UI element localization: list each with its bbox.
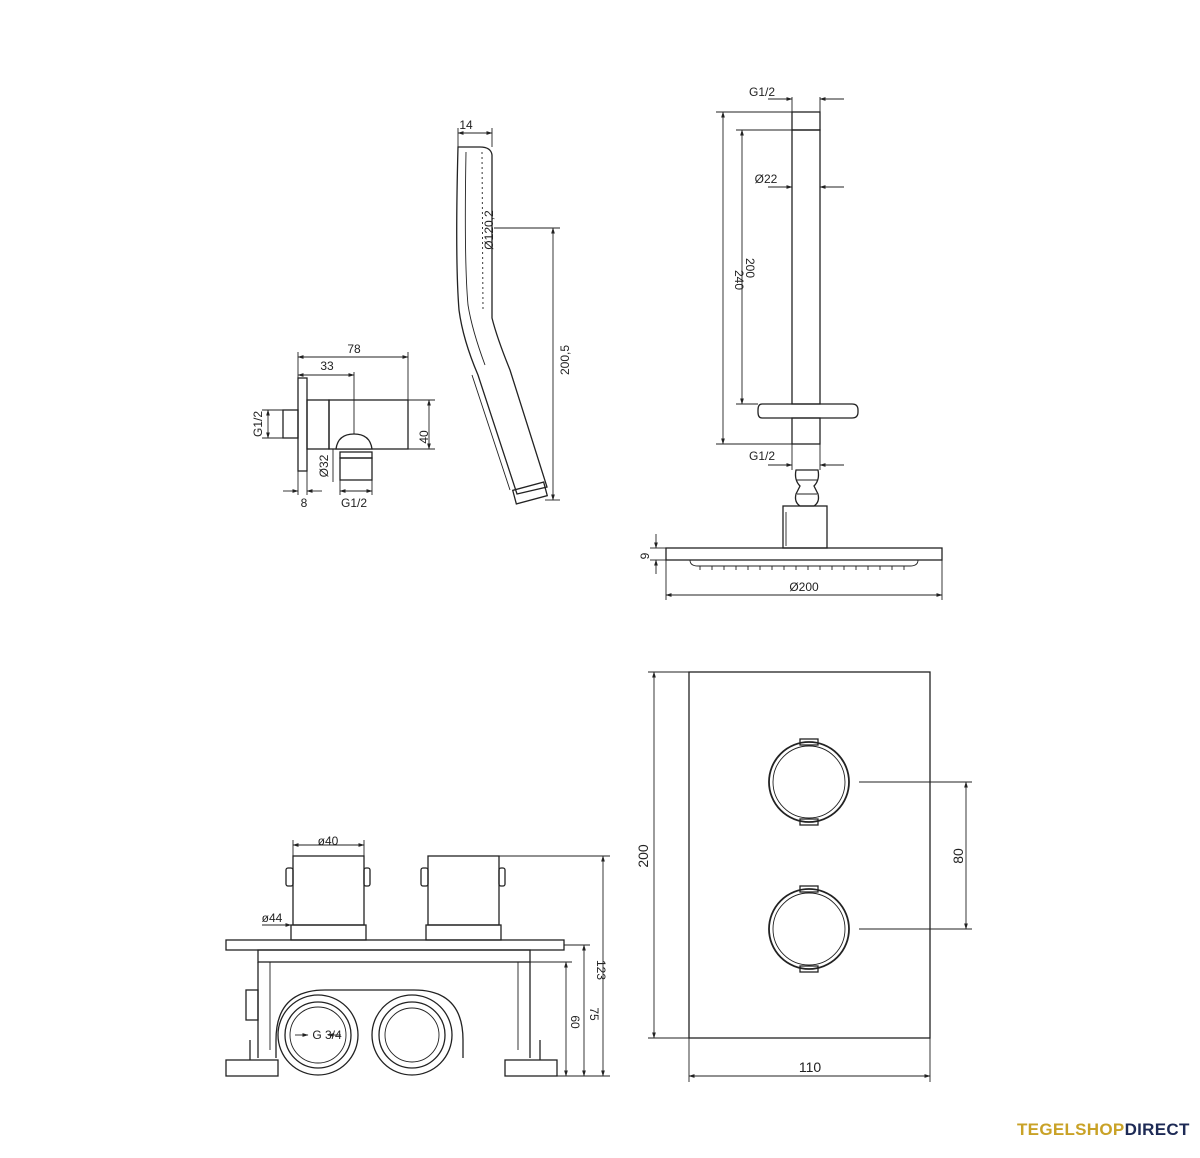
valve-body-drawing: ø40 ø44 G 3/4 123 75 60 [225, 834, 610, 1077]
cover-plate-drawing: 200 80 110 [635, 671, 972, 1082]
wall-outlet-drawing: 78 33 G1/2 40 Ø32 8 G1/2 [251, 342, 435, 510]
logo-part2: DIRECT [1124, 1120, 1190, 1139]
dim-d32: Ø32 [317, 454, 331, 477]
dim-d120: Ø120,2 [482, 210, 496, 250]
brand-logo: TEGELSHOPDIRECT [1017, 1120, 1190, 1140]
dim-8: 8 [301, 496, 308, 510]
dim-200-5: 200,5 [558, 345, 572, 375]
dim-g12-side: G1/2 [251, 411, 265, 437]
dim-9: 9 [638, 552, 652, 559]
dim-200-plate: 200 [635, 844, 651, 868]
dim-g12-bottom: G1/2 [341, 496, 367, 510]
dim-33: 33 [320, 359, 334, 373]
dim-240: 240 [732, 270, 746, 290]
dim-d44-valve: ø44 [262, 911, 283, 925]
dim-60: 60 [568, 1015, 582, 1029]
dim-123: 123 [594, 960, 608, 980]
dim-75: 75 [587, 1007, 601, 1021]
logo-part1: TEGELSHOP [1017, 1120, 1125, 1139]
dim-g12-top: G1/2 [749, 85, 775, 99]
rain-head-drawing: 9 Ø200 [638, 469, 943, 600]
dim-110: 110 [799, 1059, 822, 1075]
dim-g12-lower: G1/2 [749, 449, 775, 463]
dim-g34: G 3/4 [312, 1028, 342, 1042]
dim-d22: Ø22 [755, 172, 778, 186]
dim-80: 80 [950, 848, 966, 864]
dim-d200-head: Ø200 [789, 580, 819, 594]
ceiling-arm-drawing: G1/2 Ø22 240 200 G1/2 [716, 85, 859, 470]
dim-40: 40 [417, 430, 431, 444]
hand-shower-drawing: 14 Ø120,2 200,5 [456, 118, 572, 505]
dim-200-arm: 200 [743, 258, 757, 278]
dim-14: 14 [459, 118, 473, 132]
dim-d40-valve: ø40 [318, 834, 339, 848]
dim-78: 78 [347, 342, 361, 356]
